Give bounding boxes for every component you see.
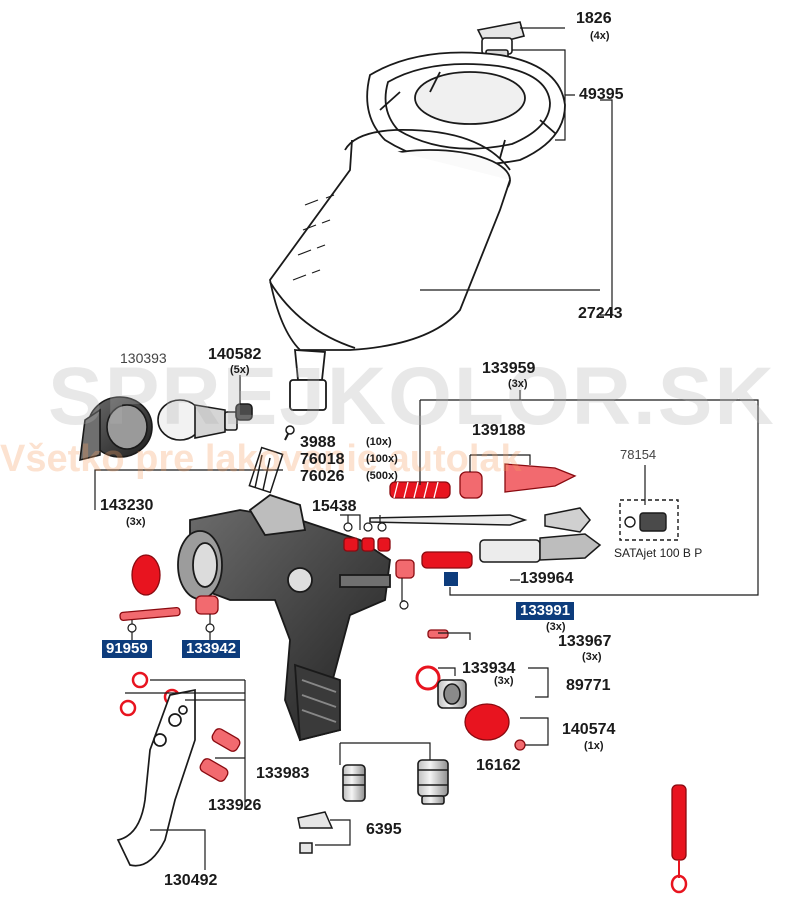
part-133959-qty: (3x) <box>508 378 528 390</box>
part-133934-label: 133934 <box>462 660 516 677</box>
part-6395-label: 6395 <box>366 821 402 838</box>
part-140574-label: 140574 <box>562 721 616 738</box>
part-89771-label: 89771 <box>566 677 611 694</box>
cleaning-brush-part <box>670 784 688 894</box>
part-133959-label: 133959 <box>482 360 536 377</box>
trigger-part <box>116 688 196 867</box>
part-76018-qty: (100x) <box>366 453 398 465</box>
part-133991-qty: (3x) <box>546 621 566 633</box>
part-3988-qty: (10x) <box>366 436 392 448</box>
part-140574-qty: (1x) <box>584 740 604 752</box>
part-130393-label: 130393 <box>120 350 167 366</box>
air-connector-part <box>342 759 449 805</box>
part-76018-label: 76018 <box>300 451 345 468</box>
part-143230-qty: (3x) <box>126 516 146 528</box>
part-27243-label: 27243 <box>578 305 623 322</box>
part-16162-label: 16162 <box>476 757 521 774</box>
valve-insert-part <box>619 499 679 541</box>
part-140582-qty: (5x) <box>230 364 250 376</box>
paint-cup-part <box>269 129 511 411</box>
part-140582-label: 140582 <box>208 346 262 363</box>
leader-dots <box>127 522 409 633</box>
part-76026-qty: (500x) <box>366 470 398 482</box>
air-cap-part <box>79 396 153 462</box>
marker-square <box>444 572 458 586</box>
part-133967-qty: (3x) <box>582 651 602 663</box>
part-133934-qty: (3x) <box>494 675 514 687</box>
part-78154-label: 78154 <box>620 447 657 462</box>
part-3988-label: 3988 <box>300 434 336 451</box>
part-143230-label: 143230 <box>100 497 154 514</box>
gun-body-part <box>177 493 391 742</box>
part-78154-note: SATAjet 100 B P <box>614 546 703 560</box>
needle-part <box>369 507 602 563</box>
part-133942-label: 133942 <box>182 640 241 658</box>
part-133983-label: 133983 <box>256 765 310 782</box>
highlight-parts <box>119 463 688 894</box>
hook-part <box>297 811 334 854</box>
part-1826-qty: (4x) <box>590 30 610 42</box>
part-15438-label: 15438 <box>312 498 357 515</box>
part-130492-label: 130492 <box>164 872 218 889</box>
air-valve-part <box>437 679 467 709</box>
part-139964-label: 139964 <box>520 570 574 587</box>
nozzle-part <box>157 399 253 441</box>
strainer-part <box>248 425 295 494</box>
part-139188-label: 139188 <box>472 422 526 439</box>
cup-lid-part <box>366 51 566 166</box>
part-49395-label: 49395 <box>579 86 624 103</box>
leader-lines <box>94 27 759 870</box>
part-76026-label: 76026 <box>300 468 345 485</box>
part-1826-label: 1826 <box>576 10 612 27</box>
part-133967-label: 133967 <box>558 633 612 650</box>
part-133926-label: 133926 <box>208 797 262 814</box>
part-91959-label: 91959 <box>102 640 152 658</box>
part-133991-label: 133991 <box>516 602 575 620</box>
